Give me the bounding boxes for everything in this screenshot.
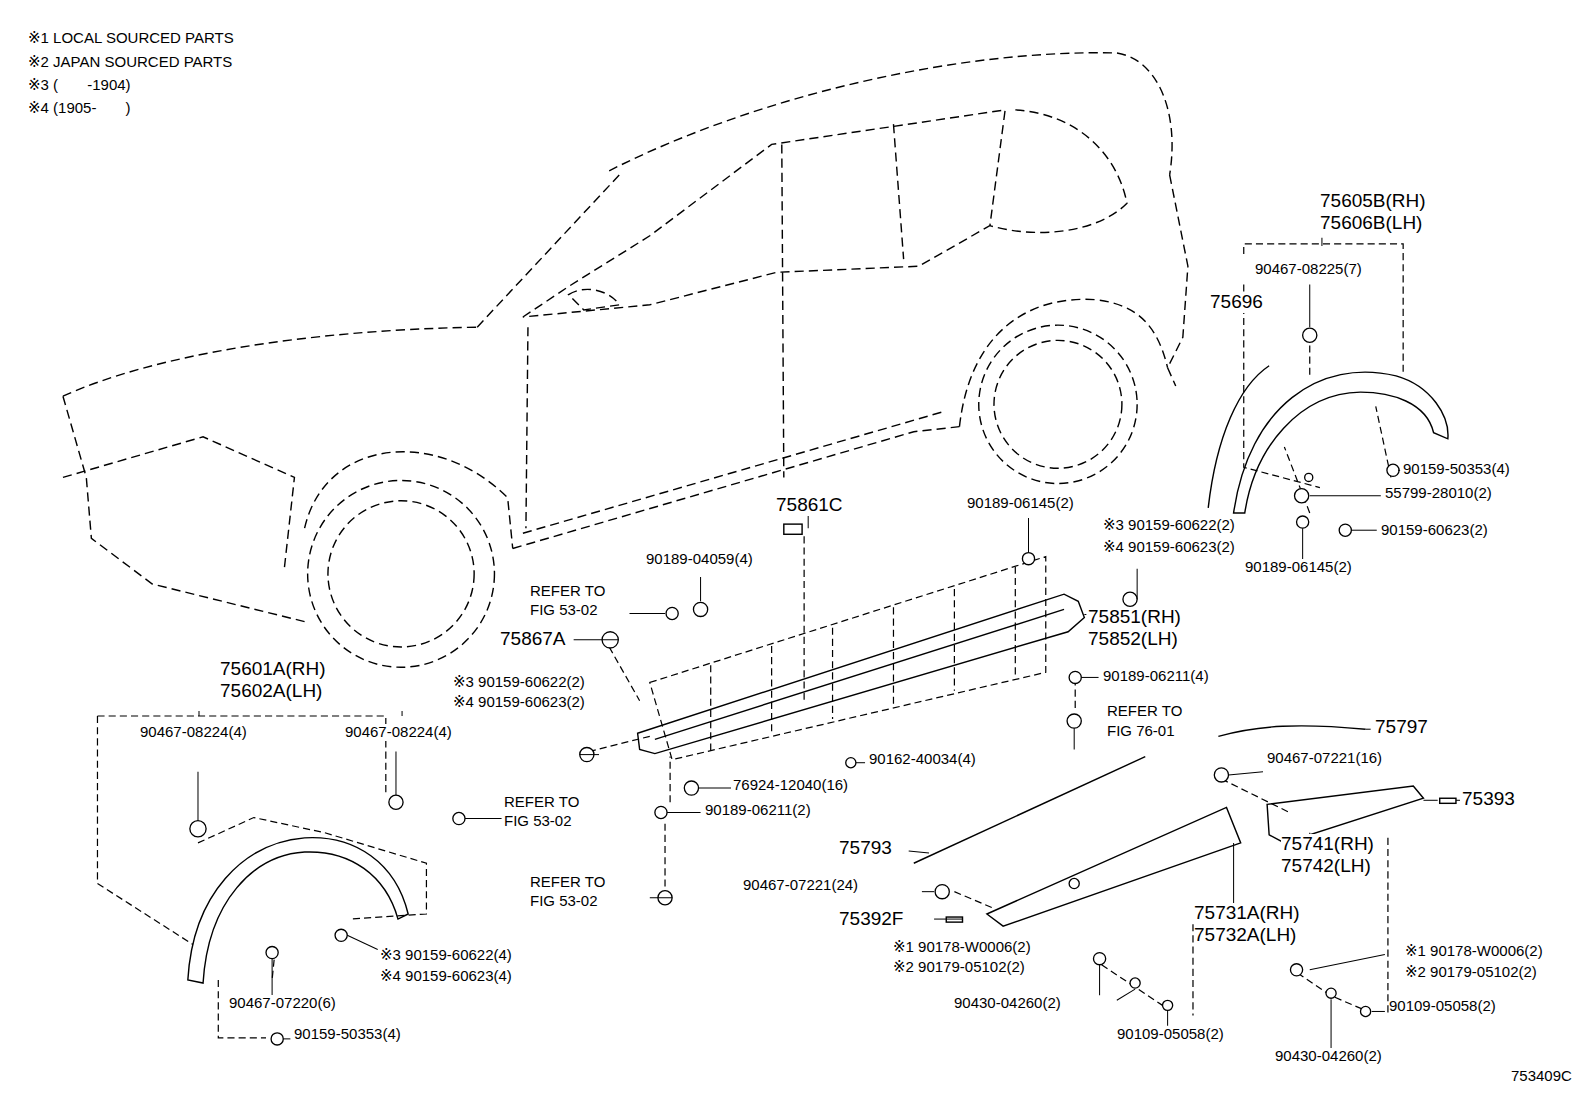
callout-number: 90467-08225(7) (1255, 261, 1362, 278)
callout-number: ※3 90159-60622(4) (380, 947, 512, 964)
callout-number: REFER TO (1107, 703, 1182, 720)
callout-number: REFER TO (530, 583, 605, 600)
part-number: 75861C (776, 495, 843, 516)
part-number: 75852(LH) (1088, 629, 1178, 650)
callout-number: 90467-07221(16) (1267, 750, 1382, 767)
callout-number: 90109-05058(2) (1117, 1026, 1224, 1043)
part-number: 75602A(LH) (220, 681, 322, 702)
callout-number: ※3 90159-60622(2) (1103, 517, 1235, 534)
callout-number: FIG 53-02 (530, 893, 598, 910)
callout-number: 90467-08224(4) (140, 724, 247, 741)
callout-number: ※1 90178-W0006(2) (1405, 943, 1543, 960)
callout-number: 90162-40034(4) (869, 751, 976, 768)
callout-number: 90430-04260(2) (1275, 1048, 1382, 1065)
callout-number: 90189-06211(2) (705, 802, 811, 819)
part-number: 75605B(RH) (1320, 191, 1426, 212)
callout-number: 55799-28010(2) (1385, 485, 1492, 502)
callout-number: ※2 90179-05102(2) (893, 959, 1025, 976)
callout-number: 90159-60623(2) (1381, 522, 1488, 539)
callout-number: 90189-06211(4) (1103, 668, 1209, 685)
callout-number: 90189-06145(2) (967, 495, 1074, 512)
part-number: 75797 (1375, 717, 1428, 738)
callout-number: FIG 53-02 (504, 813, 572, 830)
part-number: 75851(RH) (1088, 607, 1181, 628)
callout-number: ※4 90159-60623(2) (1103, 539, 1235, 556)
part-number: 75867A (500, 629, 566, 650)
part-number: 75742(LH) (1281, 856, 1371, 877)
callout-number: 90109-05058(2) (1389, 998, 1496, 1015)
callout-number: FIG 76-01 (1107, 723, 1175, 740)
callout-number: ※3 90159-60622(2) (453, 674, 585, 691)
callout-number: ※4 (1905- ) (28, 100, 131, 117)
part-number: 75606B(LH) (1320, 213, 1422, 234)
callout-number: 90189-06145(2) (1245, 559, 1352, 576)
callout-number: 90189-04059(4) (646, 551, 753, 568)
callout-number: 753409C (1511, 1068, 1572, 1085)
part-number: 75393 (1462, 789, 1515, 810)
part-number: 75793 (839, 838, 892, 859)
callout-number: ※4 90159-60623(4) (380, 968, 512, 985)
callout-number: 90159-50353(4) (294, 1026, 401, 1043)
part-number: 75601A(RH) (220, 659, 326, 680)
part-number: 75392F (839, 909, 903, 930)
callout-number: REFER TO (504, 794, 579, 811)
part-number: 75732A(LH) (1194, 925, 1296, 946)
callout-number: 90159-50353(4) (1403, 461, 1510, 478)
part-number: 75696 (1210, 292, 1263, 313)
callout-number: ※1 LOCAL SOURCED PARTS (28, 30, 234, 47)
callout-number: ※2 JAPAN SOURCED PARTS (28, 54, 232, 71)
part-number: 75731A(RH) (1194, 903, 1300, 924)
part-number: 75741(RH) (1281, 834, 1374, 855)
callout-number: FIG 53-02 (530, 602, 598, 619)
callout-number: 90467-07220(6) (229, 995, 336, 1012)
callout-number: ※4 90159-60623(2) (453, 694, 585, 711)
callout-number: 90430-04260(2) (954, 995, 1061, 1012)
callout-number: 90467-07221(24) (743, 877, 858, 894)
callout-number: ※1 90178-W0006(2) (893, 939, 1031, 956)
callout-number: 90467-08224(4) (345, 724, 452, 741)
callout-number: ※3 ( -1904) (28, 77, 131, 94)
callout-number: 76924-12040(16) (733, 777, 848, 794)
callout-number: ※2 90179-05102(2) (1405, 964, 1537, 981)
callout-number: REFER TO (530, 874, 605, 891)
